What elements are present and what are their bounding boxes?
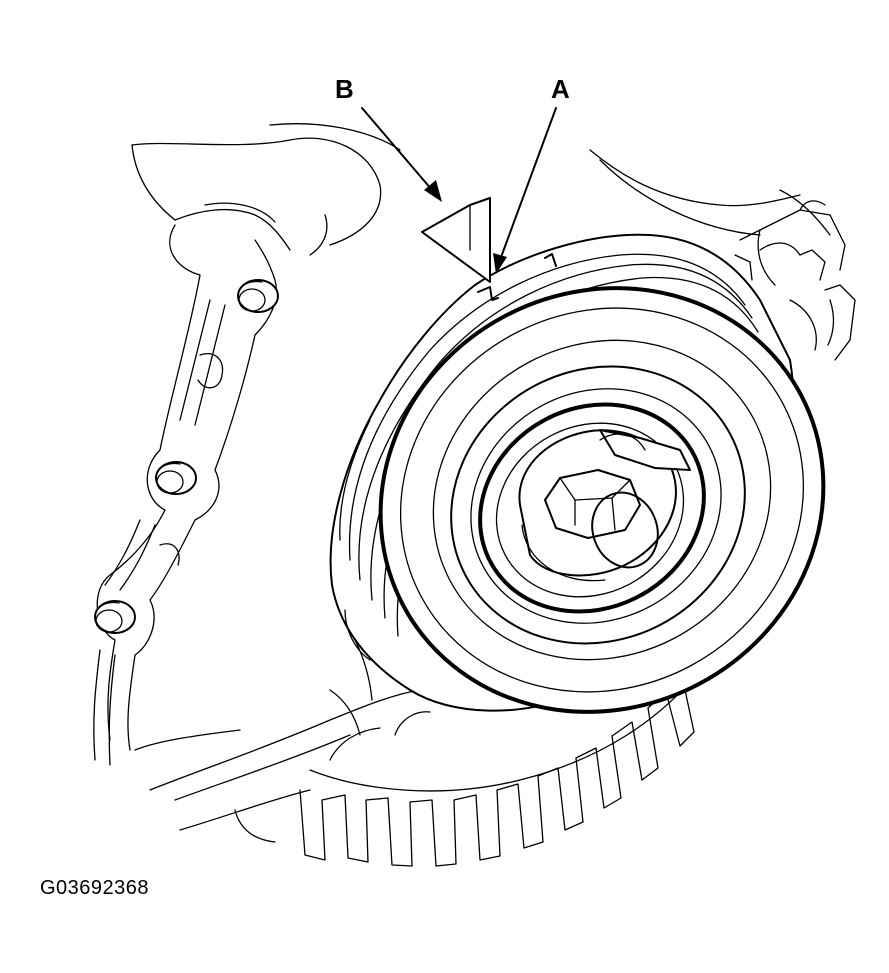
engine-bracket [93, 224, 279, 766]
engine-cover-outline [131, 123, 831, 256]
callout-label-b: B [335, 74, 354, 104]
leader-arrows [361, 107, 557, 274]
timing-notch-a [477, 286, 499, 301]
arrow-a-line [499, 107, 557, 261]
figure-id: G03692368 [40, 877, 150, 899]
timing-pointer-b [421, 197, 491, 283]
arrow-a-head [493, 253, 507, 274]
arrow-b-line [361, 107, 433, 191]
arrow-b-head [424, 180, 442, 202]
timing-housing-right [734, 200, 856, 361]
callout-label-a: A [551, 74, 570, 104]
lower-cover-lines [134, 639, 421, 843]
timing-gear [299, 669, 701, 867]
timing-marks [421, 197, 557, 301]
crankshaft-pulley [329, 233, 826, 714]
